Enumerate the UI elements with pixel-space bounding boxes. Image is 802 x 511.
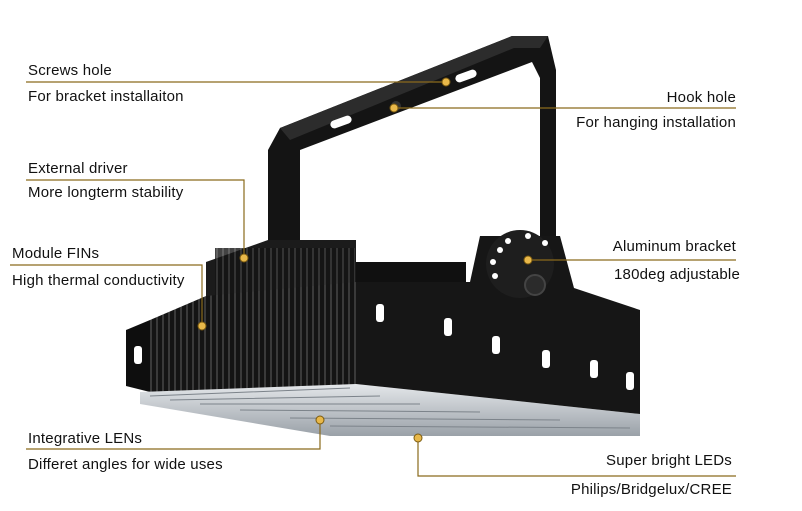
callout-aluminum-bracket-title: Aluminum bracket bbox=[612, 238, 736, 255]
marker-integrative-lens bbox=[315, 415, 325, 425]
callout-hook-hole-title: Hook hole bbox=[666, 89, 736, 106]
callout-super-bright-leds-desc: Philips/Bridgelux/CREE bbox=[570, 481, 732, 498]
marker-module-fins bbox=[197, 321, 207, 331]
leader-module-fins bbox=[10, 264, 203, 326]
side-slot bbox=[134, 346, 142, 364]
leader-integrative-lens bbox=[26, 420, 321, 450]
callout-screws-hole-title: Screws hole bbox=[28, 62, 112, 79]
callout-external-driver-desc: More longterm stability bbox=[28, 184, 184, 201]
callout-hook-hole-desc: For hanging installation bbox=[576, 114, 736, 131]
callout-module-fins-title: Module FINs bbox=[12, 245, 100, 262]
marker-dots bbox=[197, 77, 533, 443]
marker-aluminum-bracket bbox=[523, 255, 533, 265]
callout-screws-hole-desc: For bracket installaiton bbox=[28, 88, 184, 105]
callout-integrative-lens-title: Integrative LENs bbox=[28, 430, 143, 447]
bracket-slot bbox=[330, 115, 352, 129]
lens-array bbox=[140, 384, 640, 436]
marker-hook-hole bbox=[389, 103, 399, 113]
leader-super-bright-leds bbox=[417, 438, 736, 477]
front-plate bbox=[356, 230, 640, 414]
callout-super-bright-leds-title: Super bright LEDs bbox=[606, 452, 732, 469]
marker-screws-hole bbox=[441, 77, 451, 87]
leader-external-driver bbox=[26, 179, 245, 258]
u-bracket bbox=[268, 36, 556, 250]
callout-aluminum-bracket-desc: 180deg adjustable bbox=[613, 266, 740, 283]
bracket-slot bbox=[455, 69, 477, 83]
callout-integrative-lens-desc: Differet angles for wide uses bbox=[28, 456, 223, 473]
callout-external-driver-title: External driver bbox=[28, 160, 128, 177]
marker-super-bright-leds bbox=[413, 433, 423, 443]
marker-external-driver bbox=[239, 253, 249, 263]
heatsink bbox=[126, 282, 356, 392]
callout-module-fins-desc: High thermal conductivity bbox=[12, 272, 185, 289]
leader-lines bbox=[10, 81, 736, 477]
